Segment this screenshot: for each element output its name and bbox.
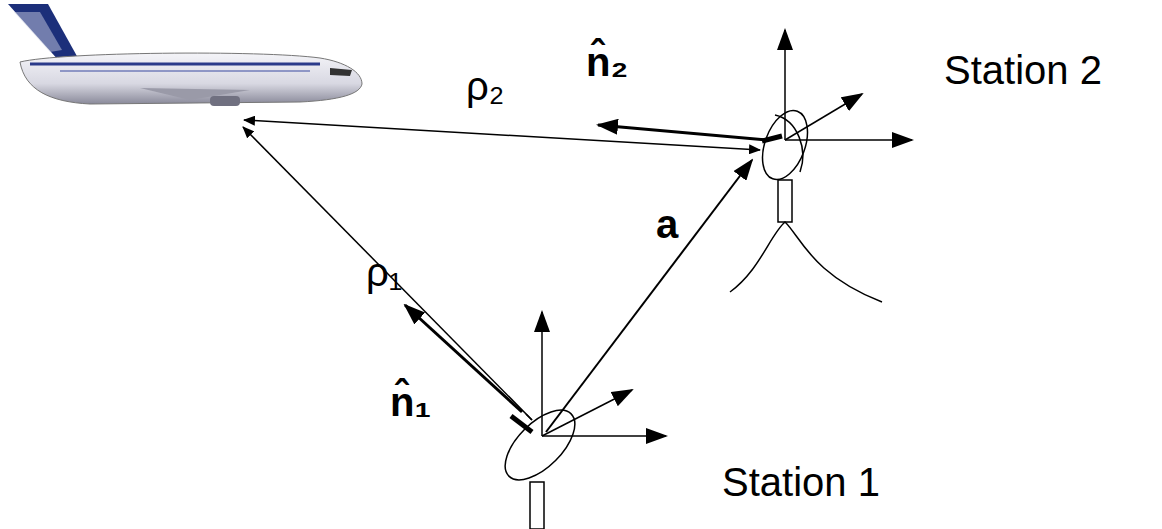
- vector-label: a: [656, 204, 678, 244]
- range-line: [243, 127, 532, 420]
- range-label: ρ₂: [466, 66, 504, 106]
- station-name: Station 1: [722, 462, 880, 502]
- vector-label: n̂₂: [586, 42, 628, 82]
- station-name: Station 2: [944, 50, 1102, 90]
- range-label: ρ₁: [366, 252, 402, 292]
- range-line: [244, 120, 760, 150]
- vector-label: n̂₁: [390, 382, 431, 422]
- unit-vector: [598, 125, 768, 140]
- radar-station: [493, 312, 666, 529]
- baseline-vector: [546, 160, 752, 432]
- radar-station: [730, 30, 912, 302]
- airplane: [8, 4, 362, 106]
